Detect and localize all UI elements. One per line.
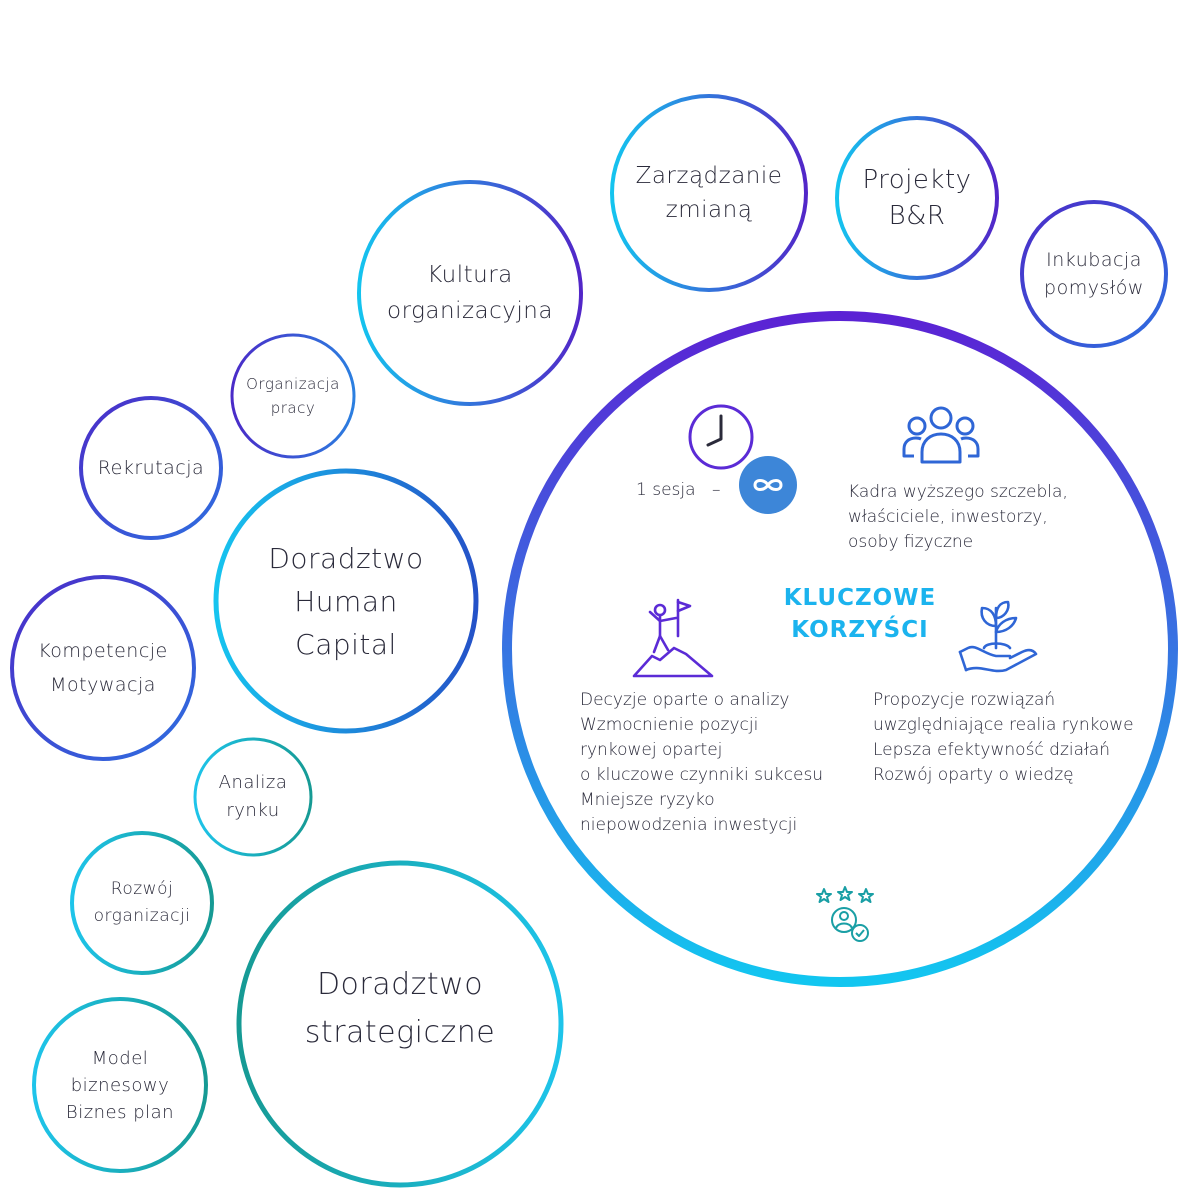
bubble-rozwoj-organizacji-ring <box>70 831 214 975</box>
bubble-organizacja-pracy-ring <box>230 333 356 459</box>
benefit-item: Decyzje oparte o analizy <box>580 690 790 710</box>
bubble-rekrutacja: Rekrutacja <box>81 448 221 488</box>
bubble-label-line: Rozwój <box>110 879 174 899</box>
session-label: 1 sesja <box>636 480 696 500</box>
benefit-item: o kluczowe czynniki sukcesu <box>580 765 824 785</box>
bubble-label-line: rynku <box>226 800 280 821</box>
bubble-projekty-br-ring <box>835 116 999 280</box>
benefits-list-right: Propozycje rozwiązań uwzględniające real… <box>873 688 1134 788</box>
bubble-organizacja-pracy: Organizacja pracy <box>233 366 353 426</box>
bubble-zarzadzanie-zmiana-ring <box>610 94 808 292</box>
bubble-doradztwo-human-capital: Doradztwo Human Capital <box>226 531 466 671</box>
bubble-doradztwo-strategiczne: Doradztwo strategiczne <box>270 954 530 1064</box>
bubble-label-line: Organizacja <box>246 375 340 393</box>
benefit-item: Propozycje rozwiązań <box>873 690 1056 710</box>
bubble-label-line: Model <box>91 1047 149 1069</box>
bubble-label-line: Zarządzanie <box>635 163 783 189</box>
bubble-label-line: B&R <box>888 201 946 231</box>
bubble-projekty-br: Projekty B&R <box>837 148 997 248</box>
rated-user-icon <box>816 886 874 942</box>
bubble-analiza-rynku-ring <box>193 737 313 857</box>
benefits-title-line: KLUCZOWE <box>783 585 937 611</box>
bubble-label-line: Projekty <box>862 165 972 195</box>
bubble-label-line: pomysłów <box>1044 277 1144 299</box>
bubble-analiza-rynku: Analiza rynku <box>198 767 308 827</box>
benefit-item: uwzględniające realia rynkowe <box>873 715 1134 735</box>
benefit-item: Mniejsze ryzyko <box>580 790 715 810</box>
bubble-label-line: Capital <box>295 627 397 661</box>
benefits-title: KLUCZOWE KORZYŚCI <box>760 582 960 646</box>
benefit-item: Lepsza efektywność działań <box>873 740 1111 760</box>
audience-line: właściciele, inwestorzy, <box>848 507 1048 527</box>
bubble-rekrutacja-ring <box>79 396 223 540</box>
bubble-label-line: Inkubacja <box>1046 249 1142 271</box>
bubble-inkubacja-pomyslow-ring <box>1020 200 1168 348</box>
hand-plant-icon <box>958 600 1038 673</box>
benefits-list-left: Decyzje oparte o analizy Wzmocnienie poz… <box>580 688 823 838</box>
bubble-label-line: Motywacja <box>50 674 156 696</box>
bubble-label-line: Analiza <box>218 772 288 793</box>
bubble-label-line: Biznes plan <box>65 1101 175 1123</box>
bubble-label-line: organizacyjna <box>387 298 553 324</box>
bubble-label-line: Rekrutacja <box>97 457 205 479</box>
bubble-model-biznesowy: Model biznesowy Biznes plan <box>45 1042 195 1128</box>
bubble-model-biznesowy-ring <box>32 997 208 1173</box>
bubble-kompetencje-motywacja: Kompetencje Motywacja <box>18 633 188 703</box>
clock-icon <box>688 404 754 470</box>
audience-text: Kadra wyższego szczebla, właściciele, in… <box>848 480 1068 555</box>
bubble-label-line: zmianą <box>665 197 753 223</box>
bubble-label-line: Doradztwo <box>316 967 484 1002</box>
bubble-label-line: Kompetencje <box>38 640 168 662</box>
bubble-zarzadzanie-zmiana: Zarządzanie zmianą <box>609 143 809 243</box>
bubble-label-line: Kultura <box>427 262 513 288</box>
bubble-label-line: pracy <box>270 399 316 417</box>
benefits-title-line: KORZYŚCI <box>791 617 929 643</box>
bubble-inkubacja-pomyslow: Inkubacja pomysłów <box>1020 234 1168 314</box>
bubble-doradztwo-strategiczne-ring <box>236 860 564 1188</box>
bubble-label-line: strategiczne <box>304 1015 496 1050</box>
bubble-label-line: Doradztwo <box>268 541 424 575</box>
bubble-label-line: Human <box>294 584 398 618</box>
climber-flag-icon <box>632 598 714 678</box>
benefit-item: niepowodzenia inwestycji <box>580 815 798 835</box>
session-dash: – <box>712 480 721 500</box>
bubble-kompetencje-motywacja-ring <box>10 575 196 761</box>
benefit-item: rynkowej opartej <box>580 740 723 760</box>
bubble-rozwoj-organizacji: Rozwój organizacji <box>77 873 207 933</box>
benefit-item: Wzmocnienie pozycji <box>580 715 759 735</box>
bubble-label-line: organizacji <box>93 906 191 926</box>
bubble-kultura-organizacyjna-ring <box>357 180 583 406</box>
benefit-item: Rozwój oparty o wiedzę <box>873 765 1074 785</box>
people-icon <box>902 406 980 464</box>
bubble-doradztwo-human-capital-ring <box>213 468 479 734</box>
benefits-circle-ring <box>502 311 1178 987</box>
bubble-label-line: biznesowy <box>70 1074 170 1096</box>
infinity-icon <box>739 456 797 514</box>
audience-line: osoby fizyczne <box>848 532 974 552</box>
audience-line: Kadra wyższego szczebla, <box>848 482 1068 502</box>
bubble-kultura-organizacyjna: Kultura organizacyjna <box>365 243 575 343</box>
